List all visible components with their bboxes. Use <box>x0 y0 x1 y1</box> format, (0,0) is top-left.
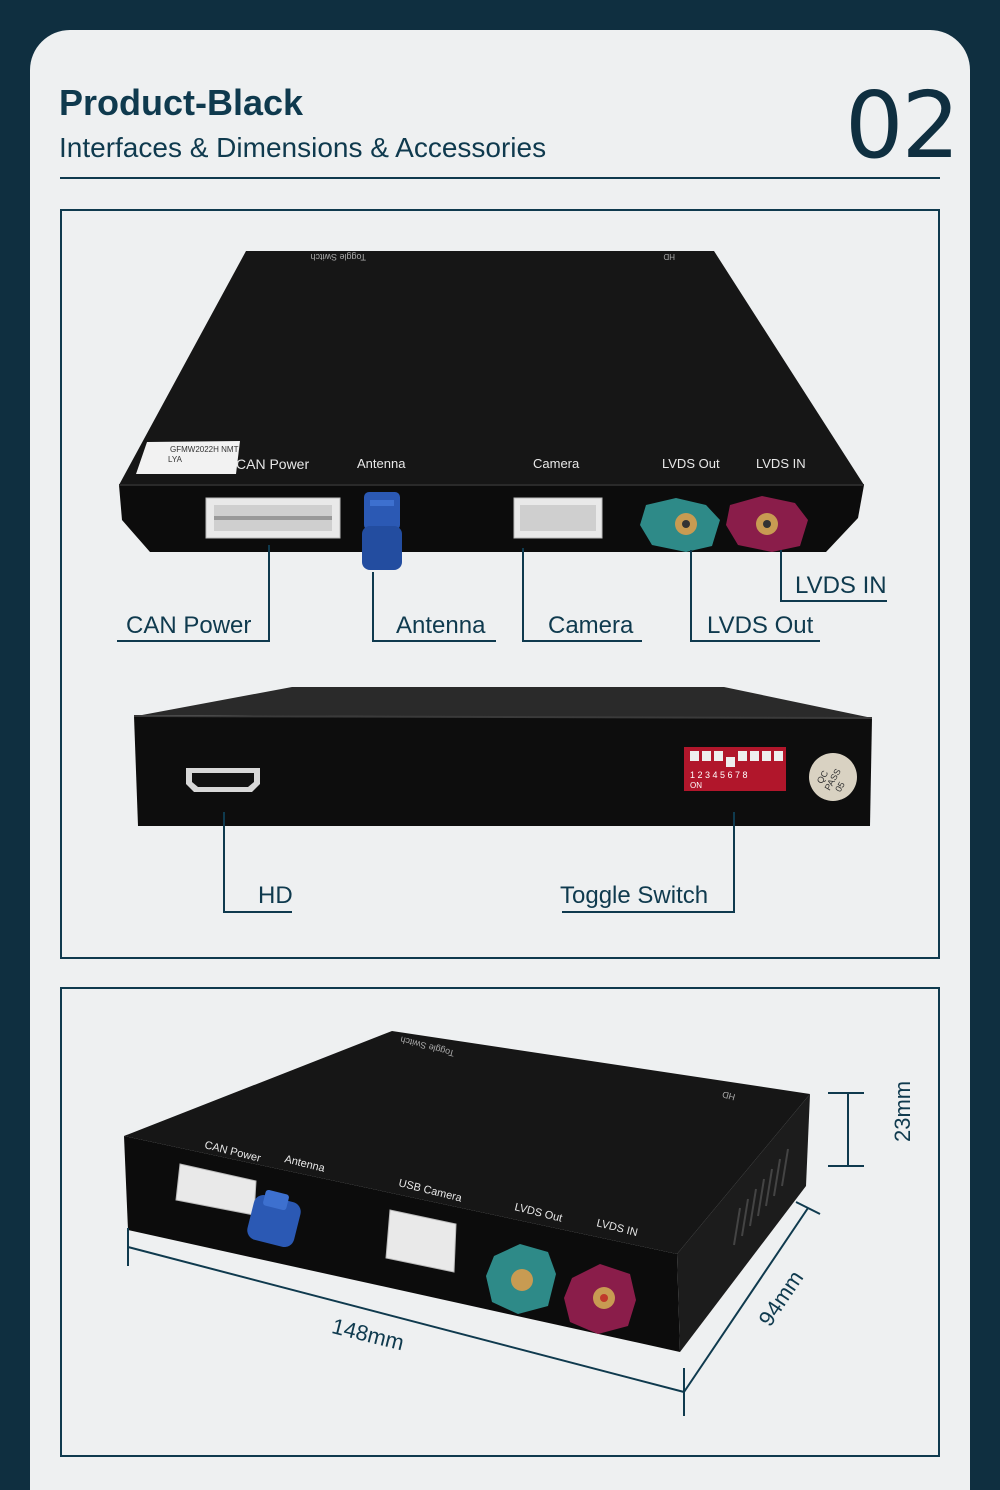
qc-pass-sticker: QC PASS 05 <box>809 753 857 801</box>
dim-camera-connector <box>385 1209 457 1273</box>
length-dimension-label: 148mm <box>329 1313 406 1355</box>
dip-on-label: ON <box>690 781 702 790</box>
section-number: 02 <box>845 72 960 179</box>
side-callout-lines <box>223 812 735 913</box>
interfaces-panel <box>60 209 940 959</box>
dip-numbers: 1 2 3 4 5 6 7 8 <box>690 770 748 780</box>
top-callout-lines <box>117 545 887 642</box>
device-dimension-view: Toggle Switch HD CAN Power Antenna USB C… <box>124 1031 915 1416</box>
dip-switch: 1 2 3 4 5 6 7 8 ON <box>684 747 786 791</box>
can-power-connector <box>205 497 341 539</box>
side-vents <box>733 1148 789 1246</box>
device-toggle-label: Toggle Switch <box>310 252 366 262</box>
callout-toggle-switch: Toggle Switch <box>560 882 709 909</box>
hdmi-port <box>186 768 260 792</box>
dim-device-hd-label: HD <box>721 1089 737 1102</box>
dimension-lines <box>127 1092 864 1416</box>
page-subtitle: Interfaces & Dimensions & Accessories <box>59 132 547 163</box>
device-can-power-label: CAN Power <box>236 456 309 472</box>
lvds-in-connector <box>726 496 808 552</box>
device-antenna-label: Antenna <box>357 456 406 471</box>
qc-line3: 05 <box>833 780 847 794</box>
device-hd-label: HD <box>663 252 675 261</box>
callout-hd: HD <box>258 882 293 909</box>
callout-antenna: Antenna <box>396 612 486 639</box>
device-camera-label: Camera <box>533 456 580 471</box>
device-side-view: 1 2 3 4 5 6 7 8 ON QC PASS 05 <box>133 687 873 826</box>
header-divider <box>60 177 940 179</box>
serial-sticker <box>136 441 240 474</box>
sticker-line1: GFMW2022H NMT <box>170 445 239 454</box>
dim-lvds-in-connector <box>564 1264 636 1334</box>
device-top-view: GFMW2022H NMT LYA Toggle Switch HD CAN P… <box>117 251 887 913</box>
antenna-connector <box>362 492 402 570</box>
page-title: Product-Black <box>59 82 304 123</box>
device-lvds-out-label: LVDS Out <box>662 456 720 471</box>
sticker-line2: LYA <box>168 455 183 464</box>
callout-lvds-in: LVDS IN <box>795 572 887 599</box>
height-dimension-label: 23mm <box>890 1081 915 1142</box>
dim-lvds-out-connector <box>486 1244 556 1314</box>
lvds-out-connector <box>640 498 720 552</box>
callout-lvds-out: LVDS Out <box>707 612 814 639</box>
dim-antenna-connector <box>247 1189 301 1248</box>
device-lvds-in-label: LVDS IN <box>756 456 806 471</box>
callout-can-power: CAN Power <box>126 612 252 639</box>
camera-connector <box>513 497 603 539</box>
callout-camera: Camera <box>548 612 634 639</box>
dimensions-panel <box>60 987 940 1457</box>
